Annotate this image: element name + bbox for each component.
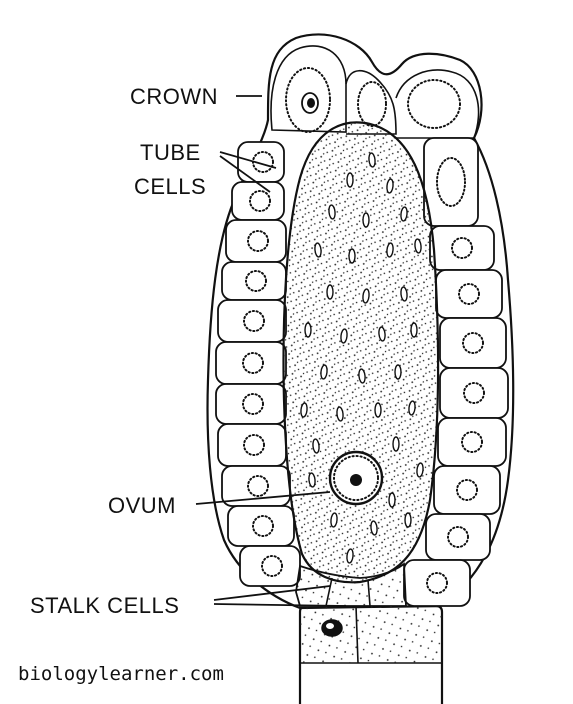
venter-grain: [314, 242, 322, 258]
stalk-cells-label: STALK CELLS: [30, 593, 179, 618]
venter-grain: [330, 512, 338, 528]
crown-nucleus-ring-1: [285, 67, 331, 133]
tube-cell-nucleus: [247, 230, 269, 252]
tube-cell-right: [437, 417, 507, 467]
venter-grain: [404, 512, 412, 528]
tube-cell-left: [231, 181, 285, 221]
venter-grain: [400, 286, 408, 302]
tube-cell-right: [439, 367, 509, 419]
tube-cell-nucleus: [461, 431, 483, 453]
tube-cell-nucleus: [436, 157, 466, 207]
venter-grain: [308, 472, 316, 488]
venter-grain: [358, 368, 366, 384]
right-tube-cells: [403, 137, 509, 607]
ovum-cell: [328, 450, 384, 506]
tube-cells-leader-lower: [219, 155, 271, 193]
tube-cell-left: [237, 141, 285, 183]
tube-cell-left: [217, 423, 287, 467]
tube-cell-nucleus: [261, 555, 283, 577]
leader-lines: [195, 95, 347, 607]
venter-grain: [326, 284, 334, 300]
tube-cell-nucleus: [252, 515, 274, 537]
tube-cells-label-line1: TUBE: [140, 140, 201, 165]
ovum-label: OVUM: [108, 493, 176, 518]
tube-cell-right: [403, 559, 471, 607]
venter-grain: [362, 288, 370, 304]
tube-cell-right: [439, 317, 507, 369]
tube-cell-right: [433, 465, 501, 515]
tube-cell-right: [423, 137, 479, 227]
venter-grain: [370, 520, 378, 536]
venter-grain: [386, 178, 394, 194]
ovum-cytoplasm: [333, 455, 379, 501]
ovum-nucleus: [350, 474, 362, 486]
tube-cell-nucleus: [462, 332, 484, 354]
tube-cell-nucleus: [243, 310, 265, 332]
venter-grain: [410, 322, 418, 338]
venter-grain: [374, 402, 382, 418]
venter-grain: [340, 328, 348, 344]
tube-cell-nucleus: [249, 190, 271, 212]
venter-grain: [400, 206, 408, 222]
venter-grain: [392, 436, 400, 452]
tube-cell-right: [425, 513, 491, 561]
tube-cell-left: [225, 219, 287, 263]
left-tube-cells: [215, 141, 301, 587]
venter-grain: [336, 406, 344, 422]
tube-cell-nucleus: [243, 434, 265, 456]
venter-grains: [300, 152, 424, 564]
tube-cell-left: [217, 299, 287, 343]
tube-cell-nucleus: [456, 479, 478, 501]
tube-cell-left: [239, 545, 301, 587]
venter-grain: [346, 172, 354, 188]
venter-grain: [414, 238, 422, 254]
tube-cell-nucleus: [451, 237, 473, 259]
tube-cell-nucleus: [242, 352, 264, 374]
tube-cell-nucleus: [245, 270, 267, 292]
venter-grain: [388, 492, 396, 508]
venter-grain: [312, 438, 320, 454]
venter-grain: [300, 402, 308, 418]
venter-grain: [368, 152, 376, 168]
stalk-leader-lower: [213, 603, 347, 607]
venter-grain: [348, 248, 356, 264]
venter-grain: [394, 364, 402, 380]
tube-cells-leader-upper: [219, 151, 277, 169]
crown-nucleolus-1: [307, 98, 315, 108]
stalk-leader-upper: [213, 585, 331, 601]
venter-grain: [386, 242, 394, 258]
tube-cell-nucleus: [447, 526, 469, 548]
tube-cell-nucleus: [458, 283, 480, 305]
tube-cell-left: [227, 505, 295, 547]
tube-cell-nucleus: [247, 475, 269, 497]
venter-grain: [346, 548, 354, 564]
tube-cells-label-line2: CELLS: [134, 174, 206, 199]
tube-cell-right: [435, 269, 503, 319]
venter-grain: [304, 322, 312, 338]
venter-grain: [378, 326, 386, 342]
watermark: biologylearner.com: [18, 663, 224, 685]
tube-cell-nucleus: [242, 393, 264, 415]
venter-grain: [320, 364, 328, 380]
tube-cell-left: [215, 341, 287, 385]
venter-grain: [408, 400, 416, 416]
tube-cell-nucleus: [463, 382, 485, 404]
tube-cell-right: [429, 225, 495, 271]
canal-venter: [282, 121, 440, 584]
venter-grain: [416, 462, 424, 478]
tube-cell-nucleus: [426, 572, 448, 594]
venter-grain: [362, 212, 370, 228]
tube-cell-left: [215, 383, 287, 425]
ovum-leader: [195, 491, 331, 505]
crown-label: CROWN: [130, 84, 218, 109]
venter-grain: [328, 204, 336, 220]
tube-cell-left: [221, 261, 287, 301]
